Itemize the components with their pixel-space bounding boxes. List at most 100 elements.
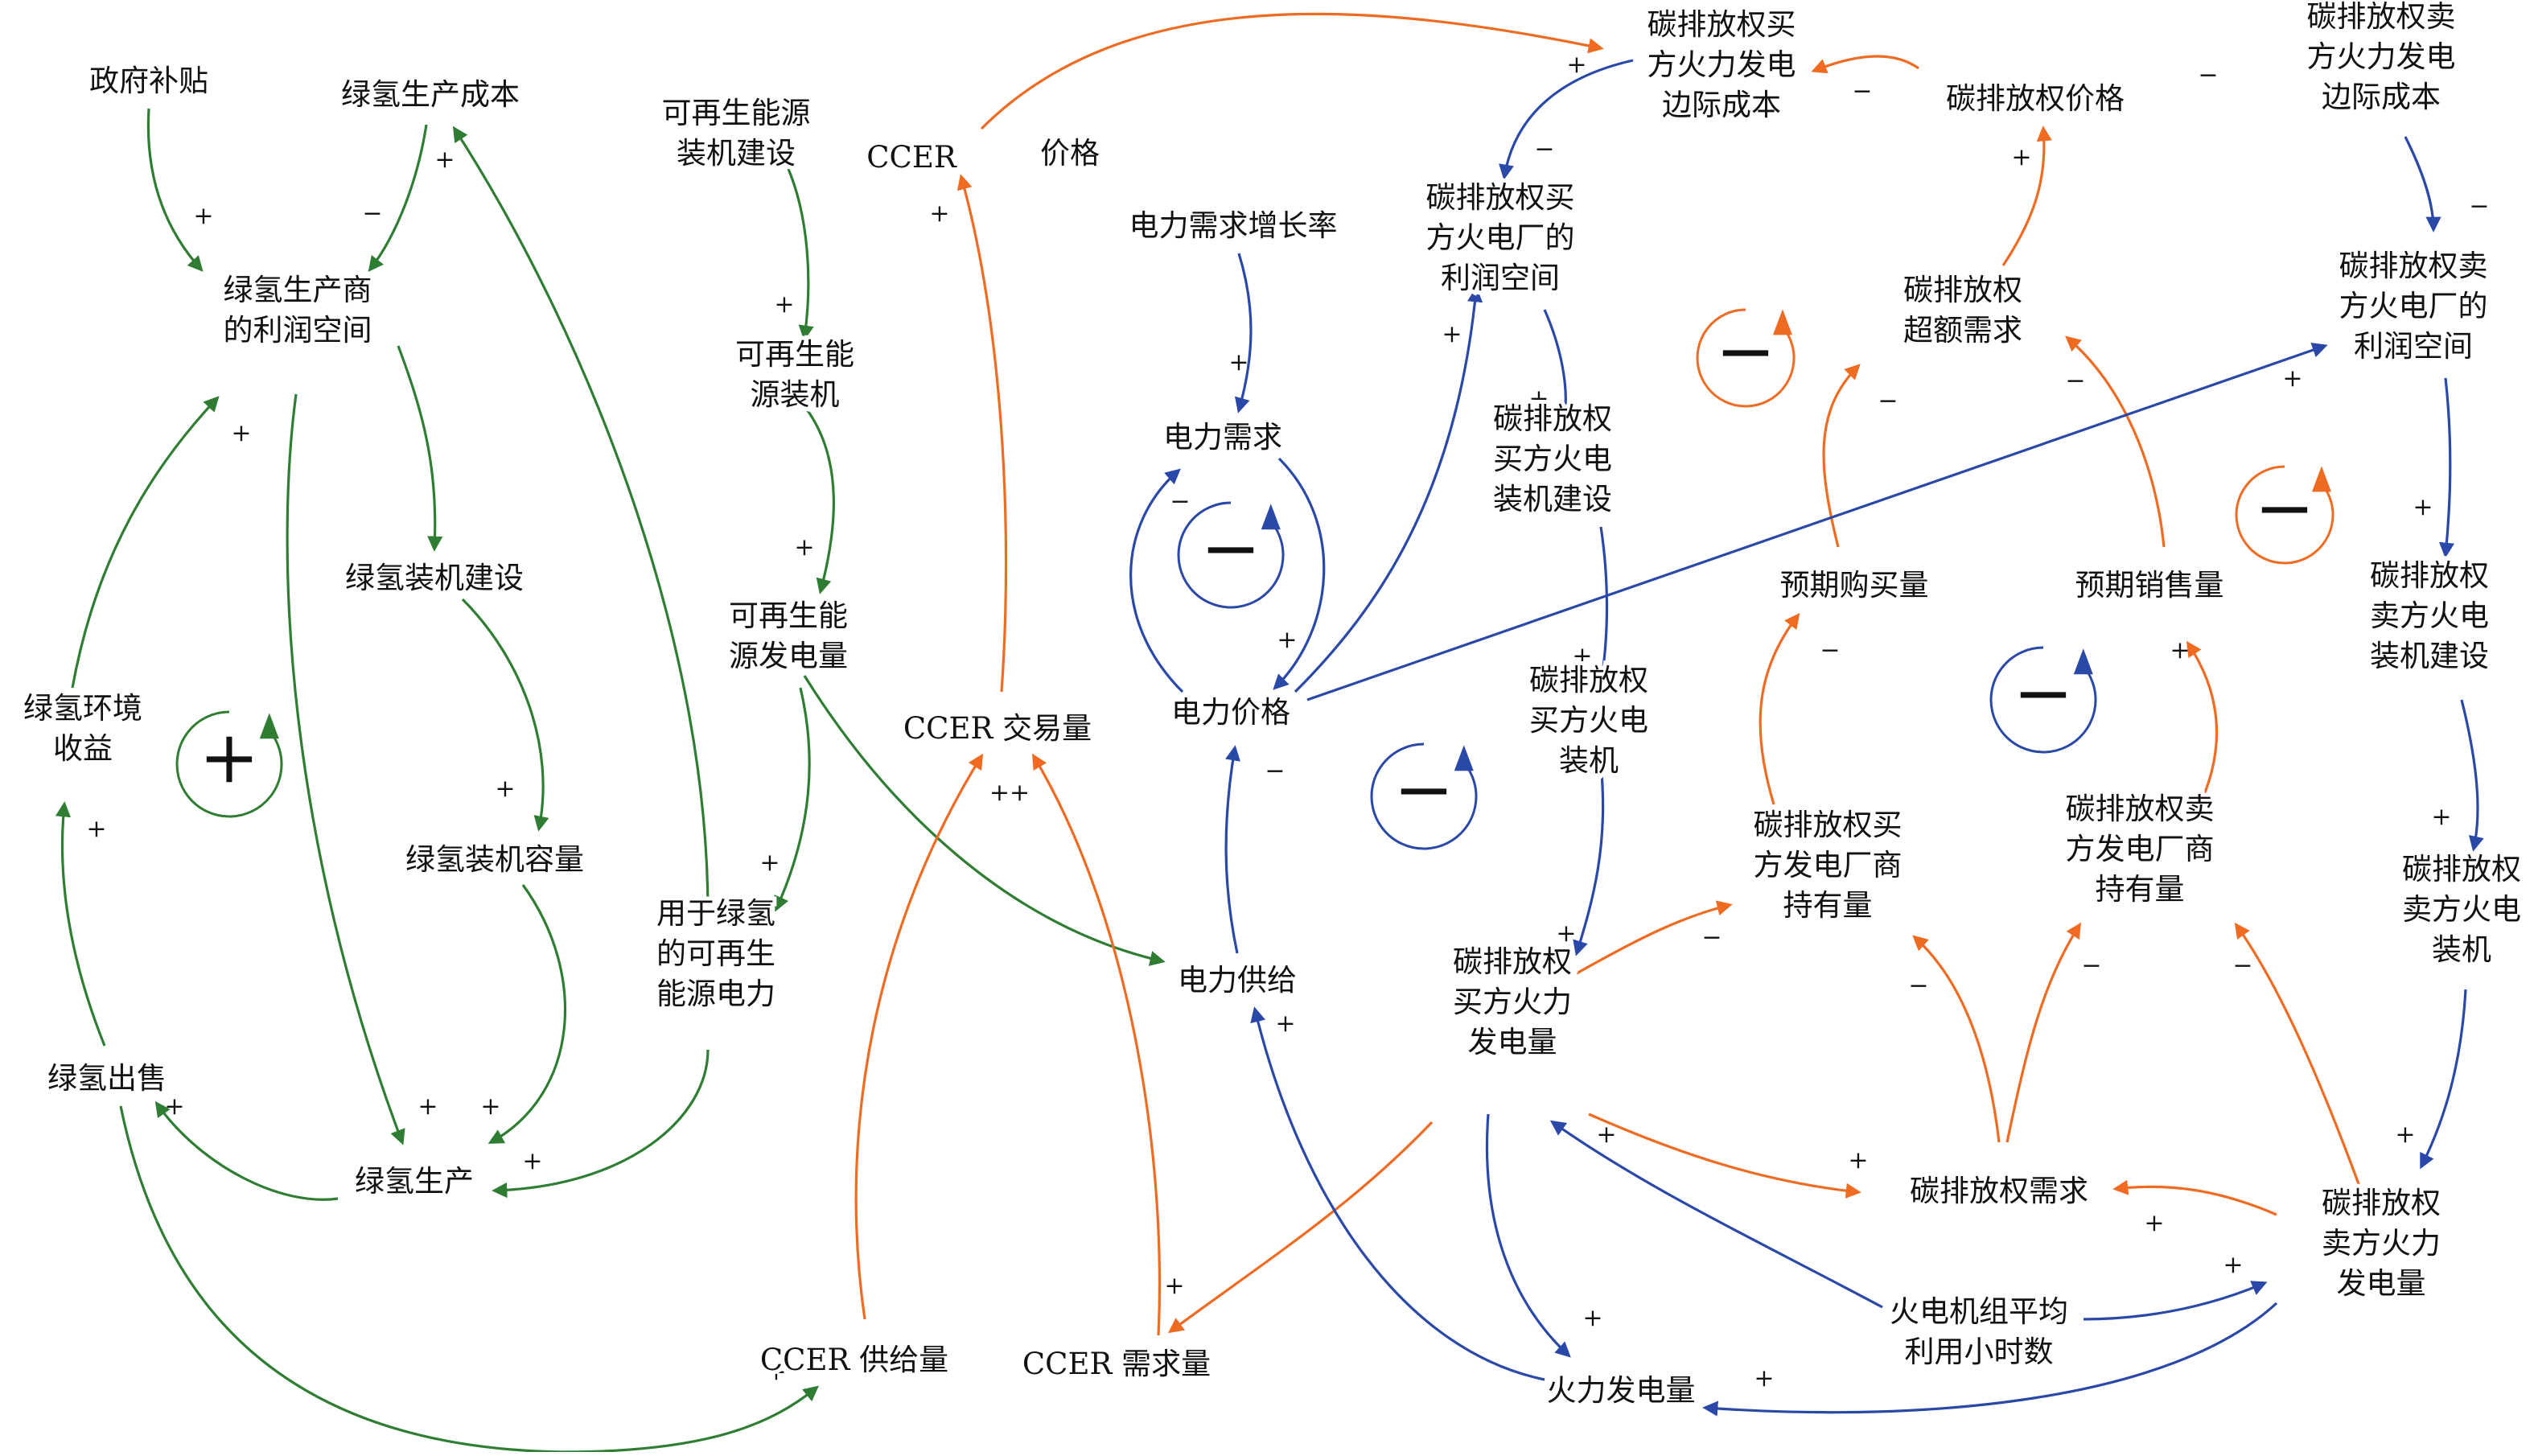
edge-sellerhold-expsell	[2186, 640, 2219, 813]
edge-reb-reunits	[787, 168, 814, 341]
nodes-layer: 政府补贴绿氢生产成本绿氢生产商的利润空间绿氢装机建设绿氢环境收益绿氢装机容量绿氢…	[19, 0, 2525, 1412]
edge-cost-profit	[368, 124, 428, 273]
node-h2-build: 绿氢装机建设	[341, 557, 528, 599]
sign-hours-buyer: +	[1596, 1121, 1616, 1149]
sign-sellerunits: +	[2395, 1121, 2415, 1149]
loop-arc	[1177, 501, 1285, 609]
sign-build-capacity: +	[495, 775, 515, 803]
node-label-line: 持有量	[2096, 872, 2185, 907]
edge-profit-prod	[286, 393, 405, 1145]
loop-arrowhead	[1772, 309, 1792, 335]
node-label-line: 买方火力	[1453, 985, 1572, 1019]
node-label-line: 方火力发电	[1648, 47, 1796, 82]
loop-polarity: −	[1200, 506, 1261, 590]
node-label-line: 绿氢生产成本	[341, 77, 520, 112]
loop-polarity: −	[1715, 309, 1775, 393]
sign-supply-price: −	[1265, 757, 1285, 785]
node-label-line: 方火电厂的	[1426, 220, 1575, 255]
node-label-line: 装机建设	[1493, 482, 1612, 516]
node-label-line: 可再生能	[735, 337, 854, 372]
edge-hours-buyergen	[1549, 1120, 1883, 1309]
loop-indicator-balancing-1: −	[1177, 501, 1285, 609]
node-label-line: 火力发电量	[1547, 1373, 1696, 1408]
loop-arc	[2235, 465, 2334, 565]
edge-regen-supply	[803, 675, 1166, 966]
node-label-line: 卖方火力	[2322, 1226, 2441, 1261]
loop-polarity: +	[199, 715, 259, 800]
node-label-line: 政府补贴	[89, 64, 208, 98]
sign-sellerhold: +	[2170, 636, 2190, 664]
sign-env-profit: +	[231, 419, 251, 447]
sign-buyerprofit: +	[1442, 320, 1462, 348]
node-label-line: 可再生能源	[662, 96, 811, 130]
edge-buyercost-buyerprofit	[1499, 59, 1634, 180]
sign-reb: +	[774, 290, 794, 319]
sign-reunits: +	[794, 533, 814, 561]
node-label-line: 碳排放权卖	[2307, 0, 2456, 34]
edge-buyergen-buyerhold	[1576, 900, 1733, 975]
node-gov-subsidy: 政府补贴	[85, 60, 212, 102]
node-label-line: CCER 供给量	[760, 1343, 948, 1377]
sign-ccerprice: +	[929, 199, 949, 228]
node-label-line: 火电机组平均	[1890, 1294, 2068, 1329]
sign-cost-top: +	[434, 146, 455, 174]
sign-cd-buyerhold: −	[1908, 972, 1928, 1000]
node-label-line: 绿氢装机建设	[345, 561, 524, 595]
sign-capacity-prod: +	[480, 1092, 500, 1121]
node-label-line: 的可再生	[656, 936, 775, 971]
edge-build-capacity	[461, 598, 549, 832]
sign-hours-seller: +	[2223, 1251, 2243, 1279]
edge-sellerunits-gen	[2420, 989, 2467, 1170]
edge-sale-env	[55, 801, 106, 1047]
node-label-line: 碳排放权	[1529, 663, 1648, 697]
node-power-supply: 电力供给	[1174, 959, 1301, 1002]
loop-indicator-reinforcing-0: +	[175, 710, 283, 818]
loop-arc	[175, 710, 283, 818]
node-expected-sell: 预期销售量	[2071, 564, 2228, 607]
edge-supply-price	[1224, 745, 1240, 954]
node-label-line: CCER 需求量	[1022, 1347, 1211, 1381]
sign-thermal-right: +	[1754, 1364, 1774, 1392]
edge-prod-sale	[154, 1100, 339, 1201]
node-label-line: 绿氢生产商	[224, 273, 372, 307]
edge-demand-trade	[1032, 753, 1162, 1336]
node-label-line: 电力需求	[1163, 420, 1282, 454]
edge-regen-reh2	[774, 687, 811, 912]
node-label-line: 能源电力	[656, 977, 775, 1011]
node-label-line: 卖方火电	[2370, 598, 2489, 633]
edge-expbuy-excess	[1822, 364, 1861, 548]
sign-cd-sellerhold: −	[2081, 952, 2101, 980]
sign-buyerunits: +	[1572, 642, 1592, 670]
node-thermal-gen: 火力发电量	[1543, 1369, 1700, 1412]
node-ccer-supply: CCER 供给量	[756, 1339, 952, 1381]
edge-buyergen-cdemand	[1588, 1113, 1861, 1199]
node-label-line: 碳排放权价格	[1946, 81, 2125, 116]
edge-trade-ccerprice	[956, 174, 1008, 693]
edge-capacity-prod	[487, 884, 567, 1144]
node-label-line: 方火力发电	[2307, 39, 2456, 74]
edge-sellergen-thermal	[1702, 1302, 2278, 1417]
loop-arrowhead	[1261, 504, 1281, 530]
node-ccer-price-a: CCER	[862, 136, 961, 179]
edge-build-units	[1595, 526, 1610, 687]
node-label-line: 碳排放权买	[1648, 7, 1796, 42]
node-label-line: 装机	[1559, 743, 1619, 778]
node-label-line: 绿氢出售	[47, 1061, 167, 1096]
sign-thermal-in: +	[1582, 1304, 1602, 1332]
node-label-line: 的利润空间	[224, 313, 372, 348]
sign-sellercost: −	[2469, 192, 2489, 220]
node-h2-capacity: 绿氢装机容量	[401, 838, 588, 881]
node-label-line: CCER	[866, 140, 957, 175]
loops-layer: +−−−−−	[175, 308, 2334, 850]
node-label-line: 发电量	[2337, 1266, 2426, 1301]
node-label-line: 方发电厂商	[2066, 832, 2215, 866]
